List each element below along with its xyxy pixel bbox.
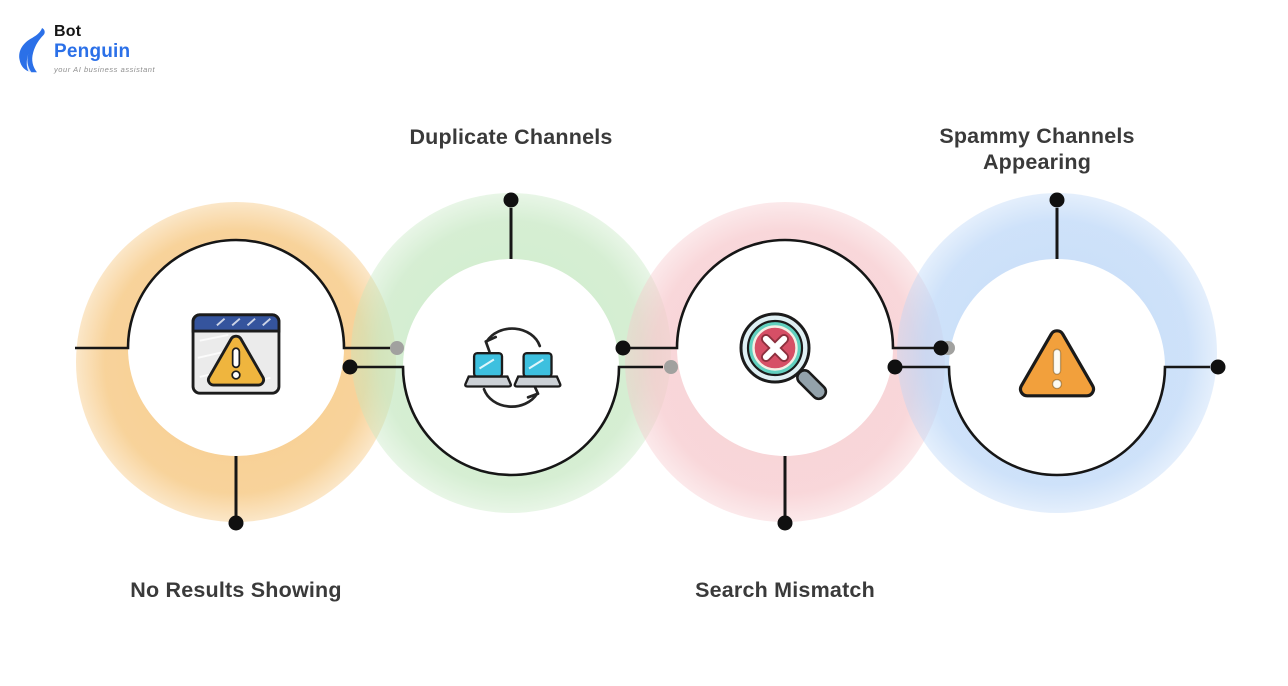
label-spammy-channels: Spammy Channels Appearing xyxy=(939,124,1135,175)
logo-text: Bot Penguin your AI business assistant xyxy=(54,24,155,74)
warning-triangle-icon xyxy=(1018,329,1096,398)
search-error-icon xyxy=(739,312,828,401)
label-duplicate-channels: Duplicate Channels xyxy=(409,125,613,149)
logo-tagline: your AI business assistant xyxy=(54,65,156,74)
logo-line1: Bot xyxy=(54,23,82,40)
logo-line2: Penguin xyxy=(54,41,131,62)
label-search-mismatch: Search Mismatch xyxy=(695,578,875,602)
browser-warning-icon xyxy=(191,313,281,395)
penguin-icon xyxy=(19,28,45,73)
botpenguin-logo: Bot Penguin your AI business assistant xyxy=(14,24,155,76)
sync-laptops-icon xyxy=(464,327,562,408)
label-no-results: No Results Showing xyxy=(130,578,342,602)
